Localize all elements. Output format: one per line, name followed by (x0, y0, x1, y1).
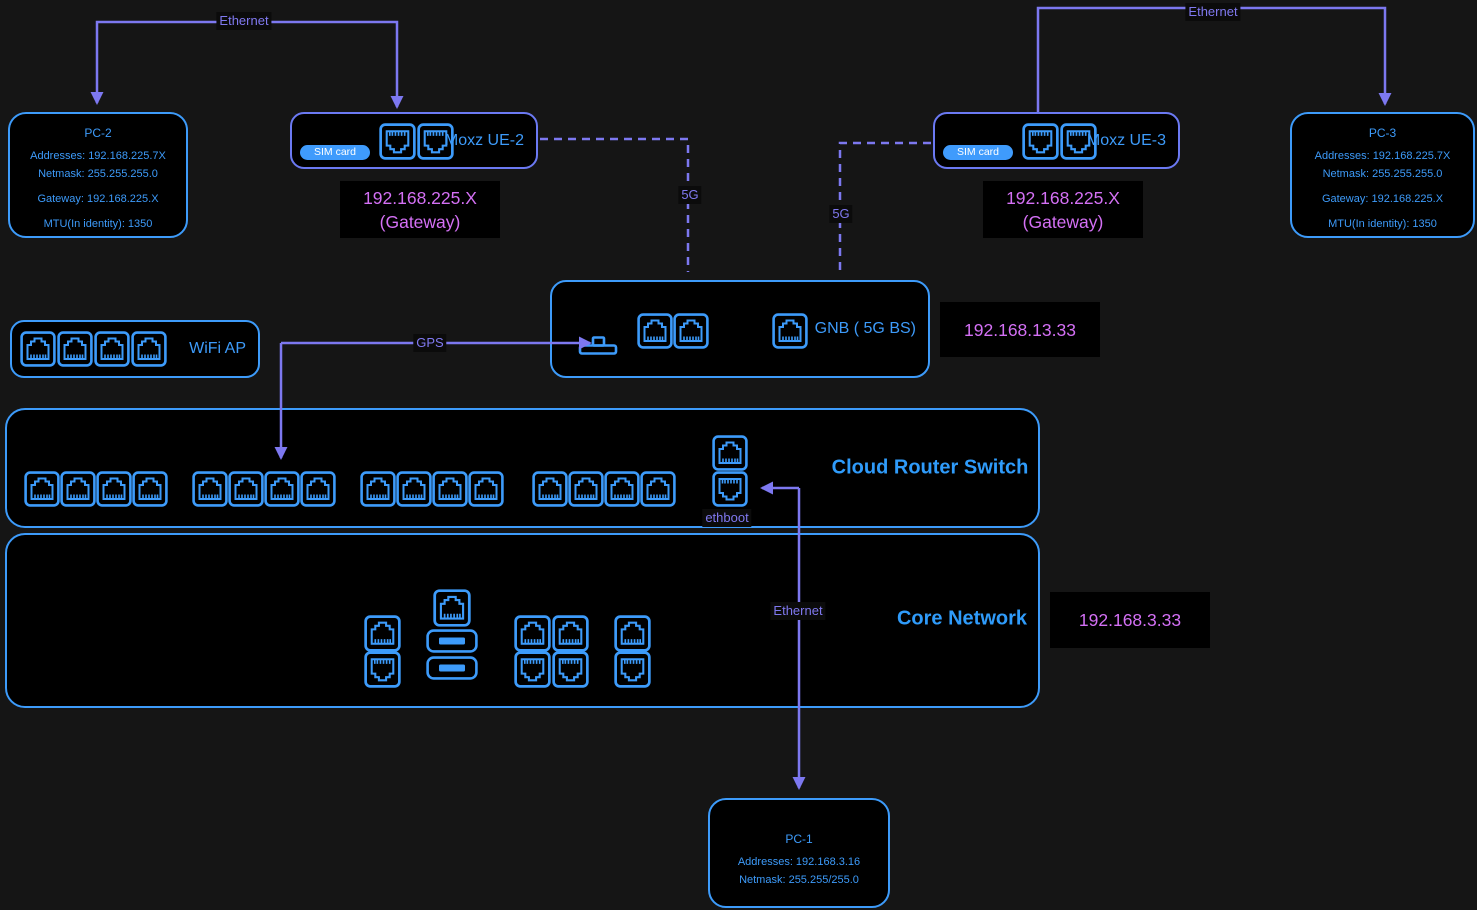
node-wifi-ap: WiFi AP (10, 320, 260, 378)
ethernet-port-icon (552, 615, 589, 652)
ethernet-port-icon (364, 615, 401, 652)
ethernet-port-icon (24, 471, 60, 507)
pc1-netmask: Netmask: 255.255/255.0 (739, 874, 859, 886)
ethernet-port-icon (532, 471, 568, 507)
ethernet-port-icon (514, 615, 551, 652)
ethernet-port-icon (772, 313, 808, 349)
ethernet-port-icon (360, 471, 396, 507)
gps-antenna-icon (578, 334, 618, 356)
gateway-ip-value: 192.168.225.X (363, 187, 477, 208)
ethernet-port-icon (60, 471, 96, 507)
pc1-title: PC-1 (785, 832, 813, 846)
pc3-gateway: Gateway: 192.168.225.X (1321, 193, 1444, 205)
ethernet-label-core: Ethernet (770, 602, 826, 620)
gnb-ip-value: 192.168.13.33 (964, 319, 1076, 340)
sim-card-badge: SIM card (943, 145, 1013, 160)
moxz-ue2-label: Moxz UE-2 (444, 131, 524, 149)
cloud-router-switch-title: Cloud Router Switch (831, 456, 1029, 479)
gateway-ip-sub: (Gateway) (379, 211, 461, 232)
core-network-ip: 192.168.3.33 (1050, 592, 1210, 648)
ethernet-port-icon (192, 471, 228, 507)
moxz-ue3-label: Moxz UE-3 (1086, 131, 1166, 149)
node-cloud-router-switch (5, 408, 1040, 528)
gnb-label: GNB ( 5G BS) (814, 320, 916, 337)
ethernet-wire-pc2 (90, 20, 244, 105)
ethernet-port-icon (364, 651, 401, 688)
ethernet-wire-ue2 (244, 20, 404, 109)
node-pc1: PC-1 Addresses: 192.168.3.16 Netmask: 25… (708, 798, 890, 908)
fiveg-label-right: 5G (829, 205, 853, 223)
ethernet-port-icon (637, 313, 673, 349)
ethernet-port-icon (604, 471, 640, 507)
ethernet-port-icon (300, 471, 336, 507)
fiveg-label-left: 5G (678, 186, 702, 204)
gps-label: GPS (413, 334, 447, 352)
ethernet-port-icon (379, 123, 416, 160)
pc3-mtu: MTU(In identity): 1350 (1328, 218, 1437, 230)
wifi-ap-label: WiFi AP (189, 340, 246, 357)
fiveg-wire-ue3-gnb (838, 141, 931, 276)
moxz-ue3-gateway-ip: 192.168.225.X (Gateway) (983, 181, 1143, 238)
ethboot-port-icon (712, 471, 748, 507)
ethernet-port-icon (131, 331, 167, 367)
ethernet-port-icon (468, 471, 504, 507)
ethernet-port-icon (432, 471, 468, 507)
pc3-addresses: Addresses: 192.168.225.7X (1314, 150, 1451, 162)
gnb-ip: 192.168.13.33 (940, 302, 1100, 357)
node-core-network (5, 533, 1040, 708)
module-slot-icon (426, 656, 478, 680)
ethernet-port-icon (20, 331, 56, 367)
pc2-addresses: Addresses: 192.168.225.7X (30, 150, 166, 162)
node-pc2: PC-2 Addresses: 192.168.225.7X Netmask: … (8, 112, 188, 238)
module-slot-icon (426, 629, 478, 653)
ethernet-port-icon (264, 471, 300, 507)
gateway-ip-value: 192.168.225.X (1006, 187, 1120, 208)
ethernet-port-icon (132, 471, 168, 507)
core-network-title: Core Network (896, 607, 1028, 630)
gateway-ip-sub: (Gateway) (1022, 211, 1104, 232)
ethernet-port-icon (614, 615, 651, 652)
ethernet-port-icon (552, 651, 589, 688)
pc3-netmask: Netmask: 255.255.255.0 (1322, 168, 1443, 180)
ethernet-port-icon (396, 471, 432, 507)
pc2-gateway: Gateway: 192.168.225.X (37, 193, 159, 205)
node-moxz-ue3: SIM card Moxz UE-3 (933, 112, 1180, 169)
pc2-mtu: MTU(In identity): 1350 (43, 218, 153, 230)
ethernet-port-icon (640, 471, 676, 507)
ethernet-wire-ue3-pc3 (1036, 6, 1392, 112)
ethboot-label: ethboot (702, 509, 752, 527)
moxz-ue2-gateway-ip: 192.168.225.X (Gateway) (340, 181, 500, 238)
ethernet-port-icon (614, 651, 651, 688)
ethernet-port-icon (568, 471, 604, 507)
fiveg-wire-ue2-gnb (540, 137, 690, 272)
node-gnb: GNB ( 5G BS) (550, 280, 930, 378)
pc3-title: PC-3 (1368, 126, 1397, 140)
pc2-netmask: Netmask: 255.255.255.0 (38, 168, 158, 180)
ethernet-label-top-left: Ethernet (216, 12, 272, 30)
sim-card-badge: SIM card (300, 145, 370, 160)
ethernet-port-icon (514, 651, 551, 688)
ethernet-port-icon (433, 589, 471, 627)
ethernet-port-icon (96, 471, 132, 507)
ethernet-port-icon (712, 435, 748, 471)
ethernet-label-top-right: Ethernet (1185, 3, 1241, 21)
pc2-title: PC-2 (84, 126, 112, 140)
node-pc3: PC-3 Addresses: 192.168.225.7X Netmask: … (1290, 112, 1475, 238)
ethernet-port-icon (228, 471, 264, 507)
core-ip-value: 192.168.3.33 (1078, 610, 1182, 630)
pc1-addresses: Addresses: 192.168.3.16 (737, 856, 861, 868)
ethernet-port-icon (94, 331, 130, 367)
ethernet-port-icon (57, 331, 93, 367)
node-moxz-ue2: SIM card Moxz UE-2 (290, 112, 538, 169)
ethernet-port-icon (1022, 123, 1059, 160)
ethernet-port-icon (673, 313, 709, 349)
